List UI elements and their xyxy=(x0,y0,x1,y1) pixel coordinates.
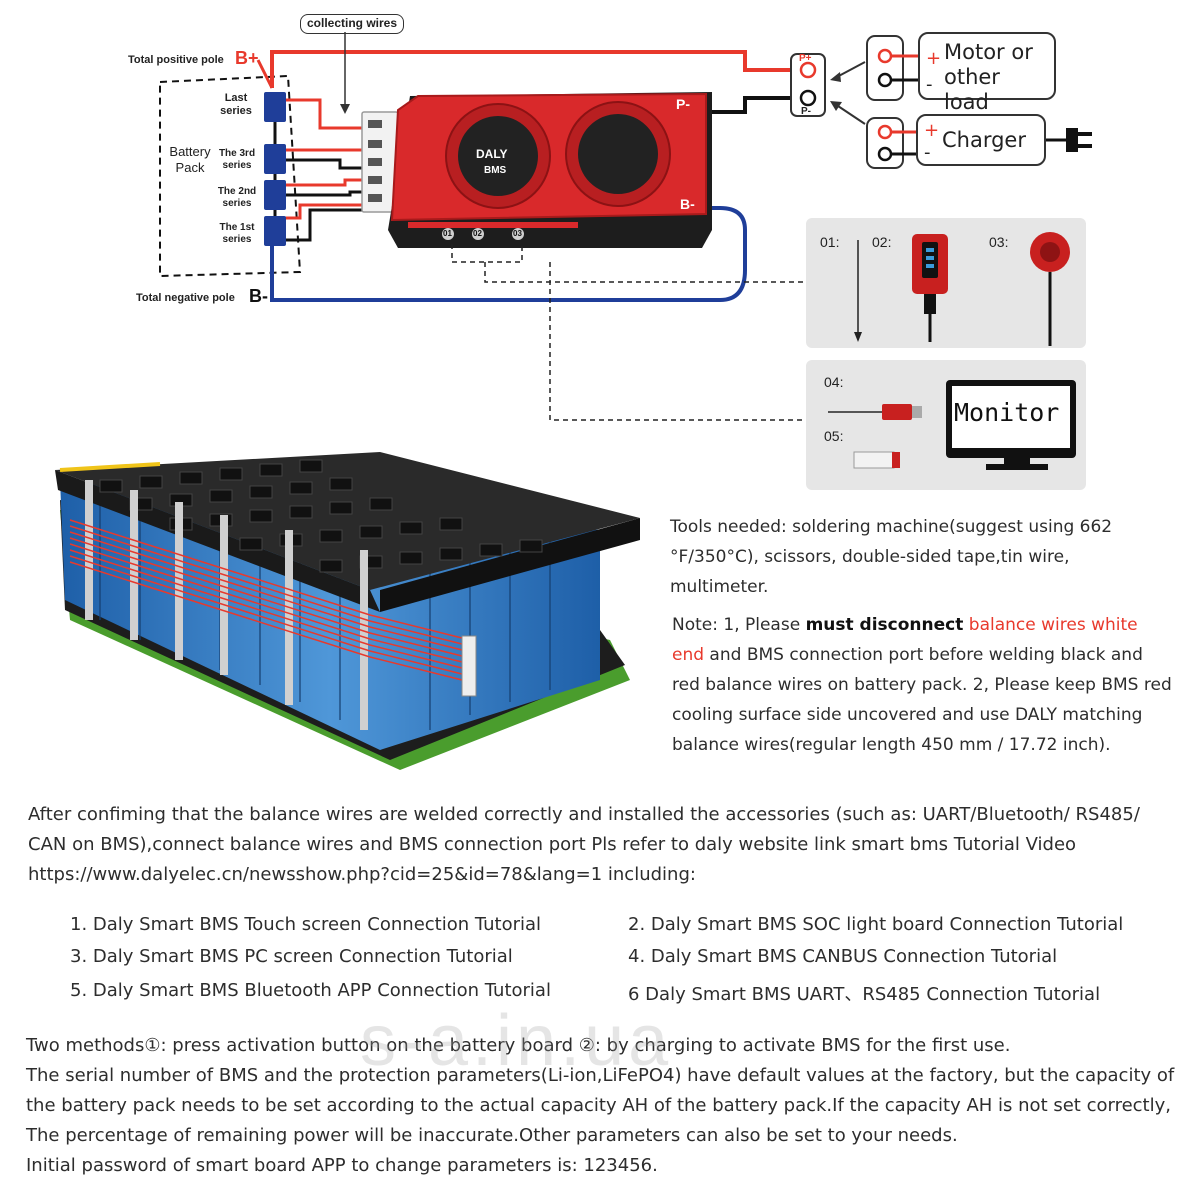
monitor-label: Monitor xyxy=(954,398,1060,427)
note-rest: and BMS connection port before welding b… xyxy=(672,645,1172,755)
tools-needed-text: Tools needed: soldering machine(suggest … xyxy=(670,517,1113,597)
port-label-03: 03 xyxy=(513,229,522,238)
b-plus-label: B+ xyxy=(235,48,259,68)
accessory-icons-bottom xyxy=(828,380,1076,470)
positive-main-wire xyxy=(270,50,795,88)
motor-load-label: Motor or other load xyxy=(944,40,1033,115)
accessory-03-label: 03: xyxy=(989,234,1009,250)
tutorial-item-1: 1. Daly Smart BMS Touch screen Connectio… xyxy=(70,914,542,935)
tutorial-item-5: 5. Daly Smart BMS Bluetooth APP Connecti… xyxy=(70,980,551,1001)
negative-main-wire xyxy=(270,206,747,302)
collecting-wires-label: collecting wires xyxy=(300,14,405,34)
note-prefix: Note: 1, Please xyxy=(672,615,806,635)
battery-pack-label: Battery Pack xyxy=(169,144,211,175)
bms-board xyxy=(388,92,712,248)
port-label-01: 01 xyxy=(443,229,452,238)
after-confirming-paragraph: After confiming that the balance wires a… xyxy=(28,804,1140,885)
note-text: Note: 1, Please must disconnect balance … xyxy=(672,610,1172,760)
p-minus-label: P- xyxy=(801,106,811,117)
charger-terminal xyxy=(866,117,1092,169)
note-red: balance wires white end xyxy=(672,615,1138,665)
bms-p-minus-label: P- xyxy=(676,96,690,112)
p-minus-wire xyxy=(705,96,795,114)
watermark: s-a.in.ua xyxy=(360,1001,673,1081)
p-terminals xyxy=(790,53,826,117)
accessory-dashed-links xyxy=(451,244,805,421)
balance-wires xyxy=(282,98,365,242)
motor-load-box: + - Motor or other load xyxy=(918,32,1056,114)
battery-pack-illustration xyxy=(55,452,640,770)
tutorial-item-4: 4. Daly Smart BMS CANBUS Connection Tuto… xyxy=(628,946,1058,967)
series-label-2nd: The 2nd series xyxy=(217,186,257,209)
accessory-05-label: 05: xyxy=(824,428,844,444)
battery-cells xyxy=(264,92,286,246)
total-positive-pole-label: Total positive pole xyxy=(128,54,224,66)
tutorial-item-6: 6 Daly Smart BMS UART、RS485 Connection T… xyxy=(628,984,1101,1005)
initial-password-line: Initial password of smart board APP to c… xyxy=(26,1155,658,1176)
accessory-panel-bottom: 04: 05: Monitor xyxy=(806,360,1086,490)
accessory-04-label: 04: xyxy=(824,374,844,390)
balance-connector xyxy=(361,111,399,213)
bms-brand-label: DALY xyxy=(476,147,508,161)
wiring-diagram xyxy=(159,32,1092,421)
note-bold: must disconnect xyxy=(805,615,964,635)
series-label-3rd: The 3rd series xyxy=(218,148,256,171)
charger-box: + - Charger xyxy=(916,114,1046,166)
battery-pack-outline xyxy=(159,74,302,278)
p-plus-label: P+ xyxy=(799,53,812,64)
tutorial-item-2: 2. Daly Smart BMS SOC light board Connec… xyxy=(628,914,1124,935)
bottom-text-block: Two methods①: press activation button on… xyxy=(26,1031,1186,1181)
accessory-icons-top xyxy=(854,232,1070,346)
series-label-1st: The 1st series xyxy=(219,222,255,245)
tutorial-item-3: 3. Daly Smart BMS PC screen Connection T… xyxy=(70,946,513,967)
series-label-last: Last series xyxy=(220,92,252,117)
total-negative-pole-label: Total negative pole xyxy=(136,292,235,304)
accessory-02-label: 02: xyxy=(872,234,892,250)
charger-label: Charger xyxy=(942,128,1026,152)
b-minus-label: B- xyxy=(249,286,268,306)
port-label-02: 02 xyxy=(473,229,482,238)
accessory-panel-top: 01: 02: 03: xyxy=(806,218,1086,348)
bms-sub-label: BMS xyxy=(484,165,507,176)
serial-capacity-line: The serial number of BMS and the protect… xyxy=(26,1065,1175,1146)
accessory-01-label: 01: xyxy=(820,234,840,250)
bms-b-minus-label: B- xyxy=(680,196,695,212)
activation-methods-line: Two methods①: press activation button on… xyxy=(26,1035,1011,1056)
load-terminal xyxy=(866,35,922,101)
